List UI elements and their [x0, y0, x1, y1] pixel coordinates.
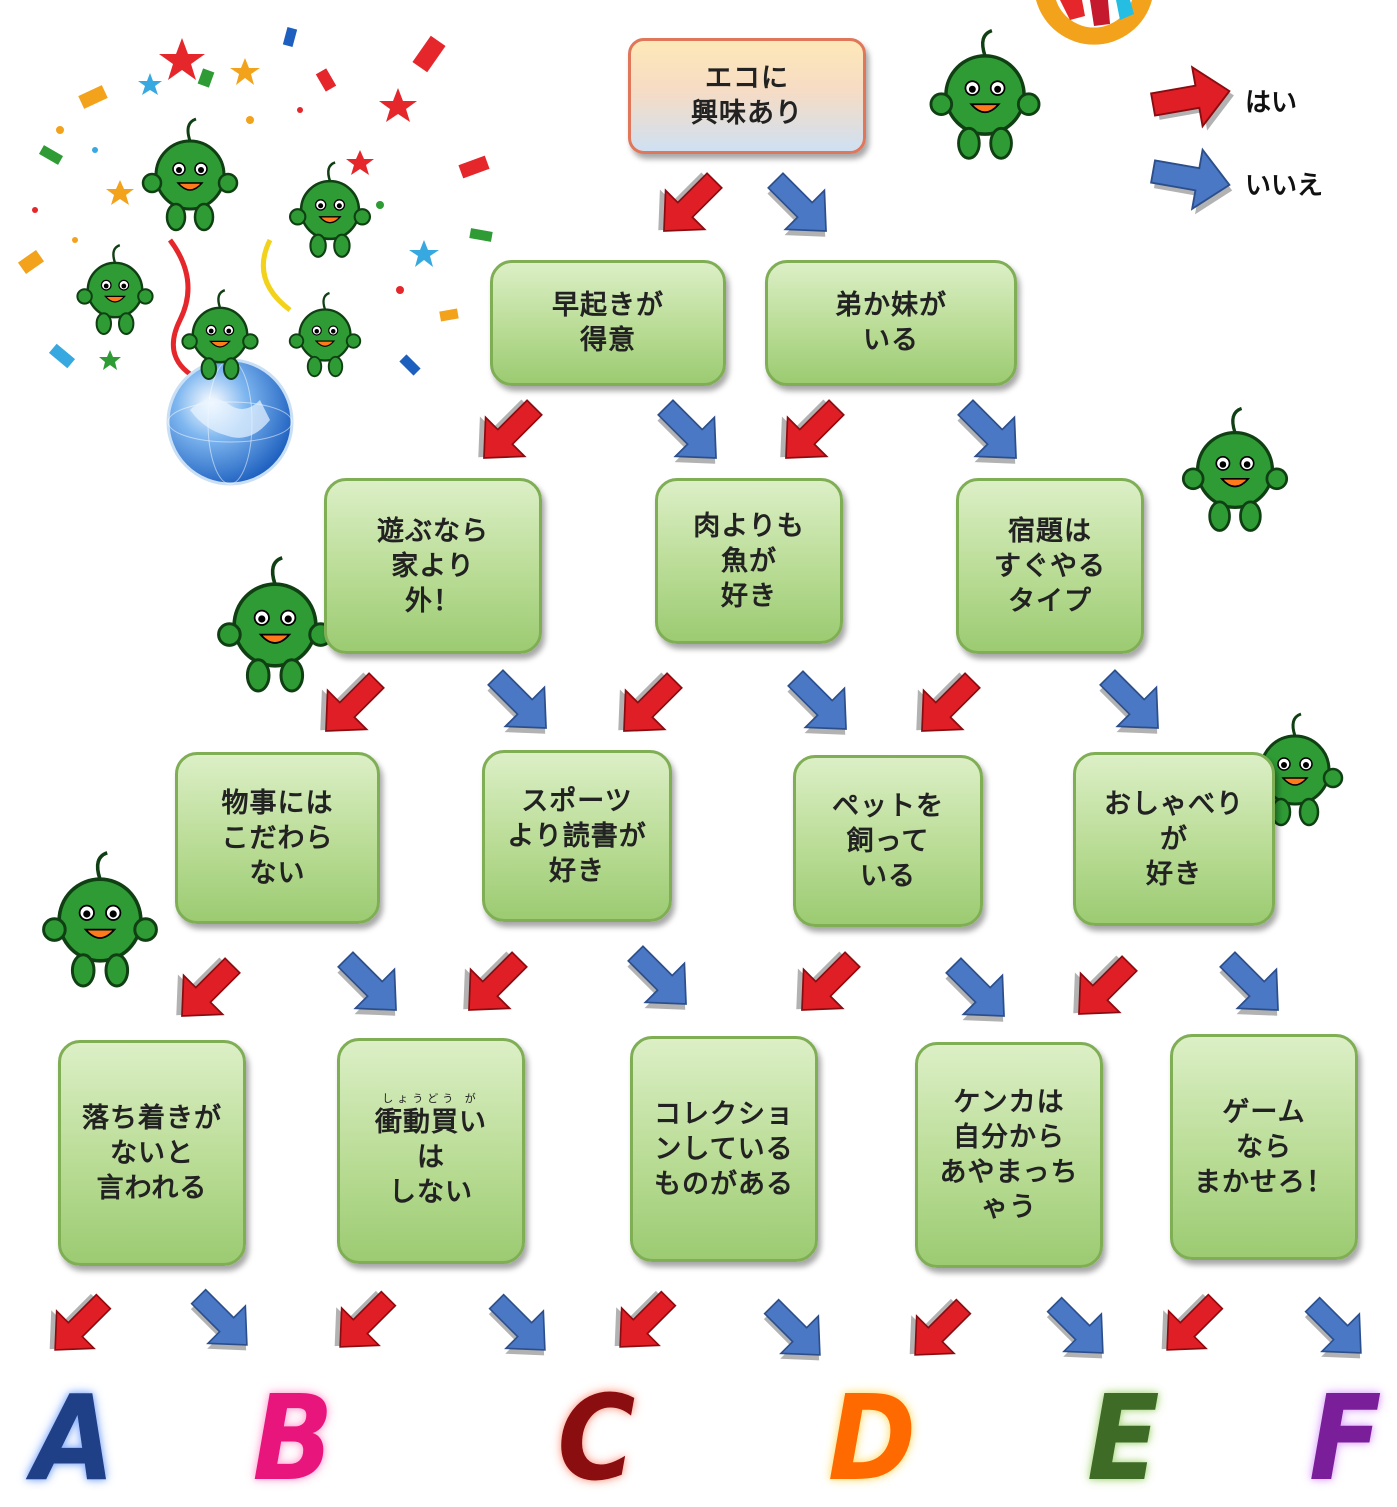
no-arrow-icon	[1219, 951, 1279, 1016]
node-early-riser: 早起きが 得意	[490, 260, 726, 386]
yes-arrow-icon	[478, 399, 543, 459]
node-text: おしゃべり が 好き	[1104, 788, 1244, 890]
result-d: D	[827, 1369, 917, 1507]
node-ruby-text: しょうどう が	[382, 1091, 480, 1105]
yes-arrow-icon	[796, 951, 861, 1011]
node-play-outside: 遊ぶなら 家より 外！	[324, 478, 542, 654]
node-text: 早起きが 得意	[552, 290, 664, 356]
no-arrow-icon	[1046, 1296, 1104, 1359]
node-text: 落ち着きが ないと 言われる	[82, 1102, 222, 1204]
yes-arrow-icon	[1161, 1293, 1224, 1351]
yes-arrow-icon	[463, 951, 528, 1011]
no-arrow-icon	[1099, 669, 1159, 734]
node-has-pet: ペットを 飼って いる	[793, 755, 983, 927]
no-arrow-icon	[957, 399, 1017, 464]
confetti-icon	[17, 27, 493, 383]
node-no-impulse-buy: しょうどう が衝動買い は しない	[337, 1038, 525, 1264]
result-e: E	[1087, 1369, 1160, 1507]
node-eco-interest: エコに 興味あり	[628, 38, 866, 154]
legend-yes-arrow-icon	[1150, 65, 1234, 131]
node-main-text: 衝動買い は しない	[375, 1106, 487, 1208]
node-apologize-first: ケンカは 自分から あやまっち ゃう	[915, 1042, 1103, 1268]
node-text: スポーツ より読書が 好き	[507, 785, 647, 887]
no-arrow-icon	[190, 1288, 248, 1351]
yes-arrow-icon	[1073, 955, 1138, 1015]
node-text: ペットを 飼って いる	[832, 790, 944, 892]
node-text: しょうどう が衝動買い は しない	[375, 1091, 487, 1210]
node-text: ケンカは 自分から あやまっち ゃう	[939, 1087, 1079, 1223]
no-arrow-icon	[767, 172, 827, 237]
no-arrow-icon	[1304, 1296, 1362, 1359]
yes-arrow-icon	[780, 399, 845, 459]
yes-arrow-icon	[614, 1290, 677, 1348]
result-a: A	[32, 1369, 115, 1507]
node-easygoing: 物事には こだわら ない	[175, 752, 380, 924]
no-arrow-icon	[627, 945, 687, 1010]
node-text: 遊ぶなら 家より 外！	[377, 515, 489, 617]
legend-no-label: いいえ	[1245, 171, 1324, 201]
yes-arrow-icon	[176, 957, 241, 1017]
node-text: ゲーム なら まかせろ！	[1194, 1096, 1334, 1198]
node-game-master: ゲーム なら まかせろ！	[1170, 1034, 1358, 1260]
sdgs-wheel-icon	[1036, 0, 1152, 45]
node-text: 弟か妹が いる	[835, 290, 947, 356]
legend-no-arrow-icon	[1150, 147, 1233, 215]
no-arrow-icon	[763, 1298, 821, 1361]
yes-arrow-icon	[909, 1298, 972, 1356]
result-c: C	[557, 1369, 636, 1507]
result-b: B	[252, 1369, 334, 1507]
yes-arrow-icon	[618, 672, 683, 732]
yes-arrow-icon	[49, 1293, 112, 1351]
legend-yes-label: はい	[1245, 88, 1298, 118]
node-fish-over-meat: 肉よりも 魚が 好き	[655, 478, 843, 644]
node-text: エコに 興味あり	[691, 63, 803, 129]
yes-arrow-icon	[334, 1290, 397, 1348]
node-reading-over-sports: スポーツ より読書が 好き	[482, 750, 672, 922]
no-arrow-icon	[787, 670, 847, 735]
no-arrow-icon	[487, 669, 547, 734]
no-arrow-icon	[488, 1293, 546, 1356]
node-younger-sibling: 弟か妹が いる	[765, 260, 1017, 386]
no-arrow-icon	[657, 399, 717, 464]
no-arrow-icon	[945, 957, 1005, 1022]
node-restless: 落ち着きが ないと 言われる	[58, 1040, 246, 1266]
yes-arrow-icon	[658, 172, 723, 232]
node-likes-chatting: おしゃべり が 好き	[1073, 752, 1275, 926]
result-f: F	[1309, 1369, 1382, 1507]
yes-arrow-icon	[320, 672, 385, 732]
node-text: 宿題は すぐやる タイプ	[994, 515, 1106, 617]
node-has-collection: コレクショ ンしている ものがある	[630, 1036, 818, 1262]
node-text: コレクショ ンしている ものがある	[654, 1098, 794, 1200]
node-text: 物事には こだわら ない	[221, 787, 334, 889]
yes-arrow-icon	[916, 672, 981, 732]
no-arrow-icon	[337, 951, 397, 1016]
node-text: 肉よりも 魚が 好き	[693, 510, 805, 612]
node-homework-first: 宿題は すぐやる タイプ	[956, 478, 1144, 654]
